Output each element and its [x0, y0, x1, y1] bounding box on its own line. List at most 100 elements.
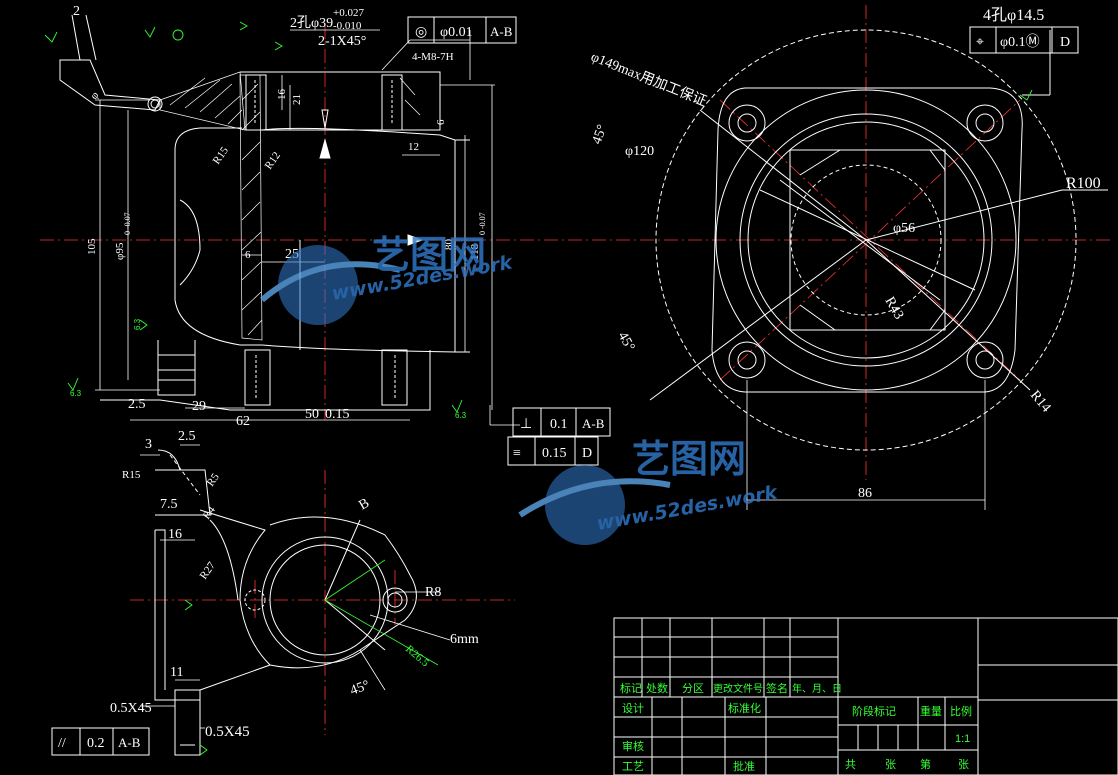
svg-text:审核: 审核: [622, 739, 644, 753]
svg-text:张: 张: [958, 758, 969, 771]
svg-text:80: 80: [443, 239, 455, 251]
svg-text:105: 105: [86, 238, 98, 255]
svg-text:φ0.01: φ0.01: [440, 25, 473, 40]
center-lines: [40, 5, 1110, 735]
bottom-dimension-lines: [140, 444, 451, 729]
svg-text:6.3: 6.3: [133, 318, 142, 330]
svg-text:设计: 设计: [622, 702, 644, 715]
svg-text:4-M8-7H: 4-M8-7H: [412, 51, 454, 63]
svg-text:φ56: φ56: [893, 221, 915, 236]
svg-text:45°: 45°: [615, 330, 638, 354]
svg-text:21: 21: [291, 94, 303, 105]
svg-text:12: 12: [408, 141, 419, 153]
svg-text:0.5X45: 0.5X45: [205, 724, 250, 740]
title-block: 标记 处数 分区 更改文件号 签名 年、月、日 设计 标准化 审核 工艺 批准 …: [620, 681, 972, 773]
svg-text:φ0.1Ⓜ: φ0.1Ⓜ: [1000, 34, 1040, 50]
svg-text:B: B: [357, 496, 373, 514]
fcf-symmetry: ≡ 0.15 D: [513, 446, 592, 461]
svg-text://: //: [58, 736, 66, 751]
svg-text:标记: 标记: [620, 681, 642, 695]
svg-text:4孔φ14.5: 4孔φ14.5: [983, 6, 1044, 24]
svg-text:艺图网: 艺图网: [372, 233, 486, 277]
svg-text:-0.010: -0.010: [333, 20, 362, 32]
svg-text:50: 50: [305, 407, 319, 422]
svg-text:0 -0.07: 0 -0.07: [478, 212, 487, 235]
svg-text:29: 29: [192, 399, 206, 414]
svg-text:16: 16: [276, 89, 288, 101]
svg-text:年、月、日: 年、月、日: [792, 682, 842, 695]
svg-text:0.15: 0.15: [542, 446, 567, 461]
svg-text:重量: 重量: [920, 704, 942, 718]
bottom-view-green-lines: [324, 559, 439, 666]
svg-text:0.5X45: 0.5X45: [110, 701, 152, 716]
right-view-86-dim: [746, 380, 986, 510]
svg-text:2-1X45°: 2-1X45°: [318, 34, 366, 49]
svg-text:φ95: φ95: [114, 242, 126, 260]
svg-text:φ149max用加工保证: φ149max用加工保证: [589, 49, 709, 110]
svg-text:16: 16: [168, 527, 182, 542]
svg-text:2.5: 2.5: [178, 429, 196, 444]
front-view-labels: 2 2孔φ39 +0.027 -0.010 2-1X45° 4-M8-7H 16…: [70, 4, 487, 429]
right-view: [649, 29, 1108, 451]
section-markers: [319, 109, 424, 246]
fcf-perpendicularity: ⊥ 0.1 A-B: [520, 416, 605, 432]
svg-text:R43: R43: [882, 295, 907, 323]
svg-text:+0.027: +0.027: [333, 7, 364, 19]
svg-text:≡: ≡: [513, 446, 521, 461]
svg-text:6mm: 6mm: [450, 632, 479, 647]
svg-text:R12: R12: [263, 150, 283, 172]
hatch-area: [159, 71, 421, 341]
svg-text:62: 62: [236, 414, 250, 429]
svg-text:3: 3: [145, 437, 152, 452]
svg-text:R100: R100: [1066, 175, 1101, 192]
front-dimension-lines: [95, 29, 520, 426]
svg-text:6: 6: [435, 119, 447, 125]
svg-text:分区: 分区: [682, 682, 704, 695]
svg-text:0.1: 0.1: [550, 417, 568, 432]
svg-text:6.3: 6.3: [455, 411, 467, 420]
fcf-right: 4孔φ14.5 ⌖ φ0.1Ⓜ D: [976, 6, 1070, 50]
svg-text:0.15: 0.15: [325, 407, 350, 422]
svg-text:更改文件号: 更改文件号: [713, 682, 763, 695]
svg-text:D: D: [582, 446, 592, 461]
svg-text:2.5: 2.5: [128, 397, 146, 412]
svg-text:第: 第: [920, 757, 931, 771]
svg-text:118: 118: [469, 243, 481, 260]
watermark-globe-icon: [545, 465, 625, 545]
svg-text:2孔φ39: 2孔φ39: [290, 15, 333, 31]
svg-text:◎: ◎: [415, 25, 427, 40]
svg-text:标准化: 标准化: [728, 701, 761, 715]
svg-text:⌖: ⌖: [976, 35, 984, 50]
svg-text:A-B: A-B: [118, 735, 141, 750]
svg-text:0.2: 0.2: [87, 736, 105, 751]
svg-text:1:1: 1:1: [955, 733, 970, 745]
svg-text:工艺: 工艺: [622, 760, 644, 773]
svg-text:2: 2: [73, 4, 80, 19]
svg-text:张: 张: [885, 758, 896, 771]
svg-text:签名: 签名: [766, 681, 788, 695]
fcf-boxes: [51, 16, 1079, 756]
svg-text:45°: 45°: [348, 678, 372, 699]
svg-text:R15: R15: [211, 144, 232, 166]
roughness-symbols: [44, 21, 1033, 756]
svg-text:φ120: φ120: [625, 144, 654, 159]
svg-text:⊥: ⊥: [520, 417, 532, 432]
svg-text:D: D: [1060, 35, 1070, 50]
svg-text:R27: R27: [198, 559, 219, 581]
svg-text:0 -0.07: 0 -0.07: [123, 212, 132, 235]
svg-text:6.3: 6.3: [70, 389, 82, 398]
title-block-lines: [613, 617, 1118, 775]
front-view: [59, 14, 470, 411]
right-view-labels: φ149max用加工保证 φ120 45° 45° R100 φ56 R43 R…: [589, 49, 1101, 501]
svg-text:R8: R8: [425, 585, 441, 600]
fcf-top: ◎ φ0.01 A-B: [415, 24, 513, 40]
svg-text:R4: R4: [201, 504, 218, 522]
svg-text:艺图网: 艺图网: [632, 437, 746, 481]
svg-text:阶段标记: 阶段标记: [852, 704, 896, 718]
svg-text:www.52des.work: www.52des.work: [595, 481, 780, 535]
svg-text:比例: 比例: [950, 704, 972, 718]
svg-text:R15: R15: [122, 469, 141, 481]
svg-text:批准: 批准: [733, 759, 755, 773]
svg-text:A-B: A-B: [490, 24, 513, 39]
